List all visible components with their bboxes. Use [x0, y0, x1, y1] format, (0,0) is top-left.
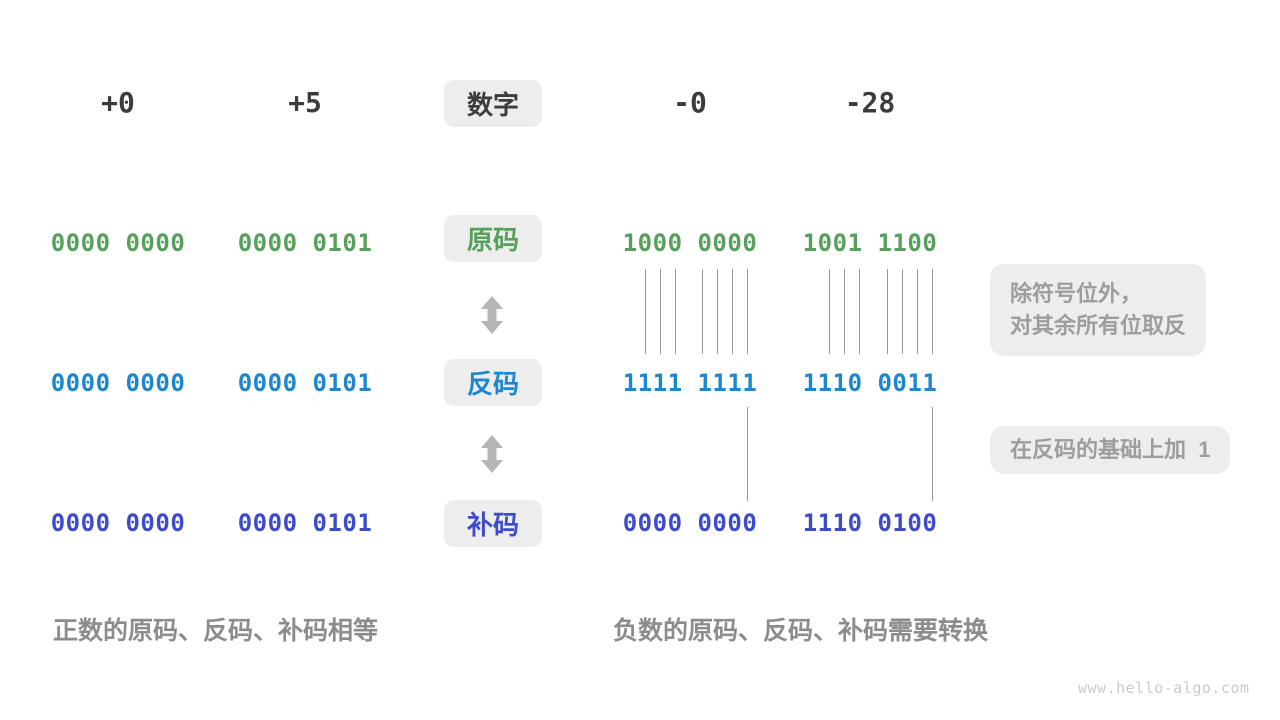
sign-magnitude-label-box: 原码 [444, 215, 542, 262]
sign-magnitude-minus28: 1001 1100 [802, 229, 938, 257]
header-label-box: 数字 [444, 80, 542, 127]
add-one-line-minus28 [932, 407, 933, 501]
header-value-minus0: -0 [673, 86, 707, 119]
updown-arrow-icon [481, 435, 503, 473]
updown-arrow-icon [481, 296, 503, 334]
ones-complement-minus0: 1111 1111 [622, 369, 758, 397]
ones-complement-plus5: 0000 0101 [237, 369, 373, 397]
header-value-plus0: +0 [101, 86, 135, 119]
sign-magnitude-plus0: 0000 0000 [50, 229, 186, 257]
header-value-plus5: +5 [288, 86, 322, 119]
ones-complement-plus0: 0000 0000 [50, 369, 186, 397]
ones-complement-label-box: 反码 [444, 359, 542, 406]
note-invert-line1: 除符号位外， [1010, 281, 1143, 306]
caption-negative-numbers: 负数的原码、反码、补码需要转换 [613, 617, 989, 645]
caption-positive-numbers: 正数的原码、反码、补码相等 [53, 617, 379, 645]
note-add-one: 在反码的基础上加 1 [990, 426, 1231, 474]
header-value-minus28: -28 [844, 86, 896, 119]
sign-magnitude-minus0: 1000 0000 [622, 229, 758, 257]
twos-complement-minus0: 0000 0000 [622, 509, 758, 537]
twos-complement-plus5: 0000 0101 [237, 509, 373, 537]
twos-complement-label-box: 补码 [444, 500, 542, 547]
note-invert-line2: 对其余所有位取反 [1010, 313, 1187, 338]
twos-complement-plus0: 0000 0000 [50, 509, 186, 537]
watermark: www.hello-algo.com [1078, 679, 1250, 697]
sign-magnitude-plus5: 0000 0101 [237, 229, 373, 257]
add-one-line-minus0 [747, 407, 748, 501]
ones-complement-minus28: 1110 0011 [802, 369, 938, 397]
note-invert-bits: 除符号位外， 对其余所有位取反 [990, 264, 1207, 356]
twos-complement-minus28: 1110 0100 [802, 509, 938, 537]
